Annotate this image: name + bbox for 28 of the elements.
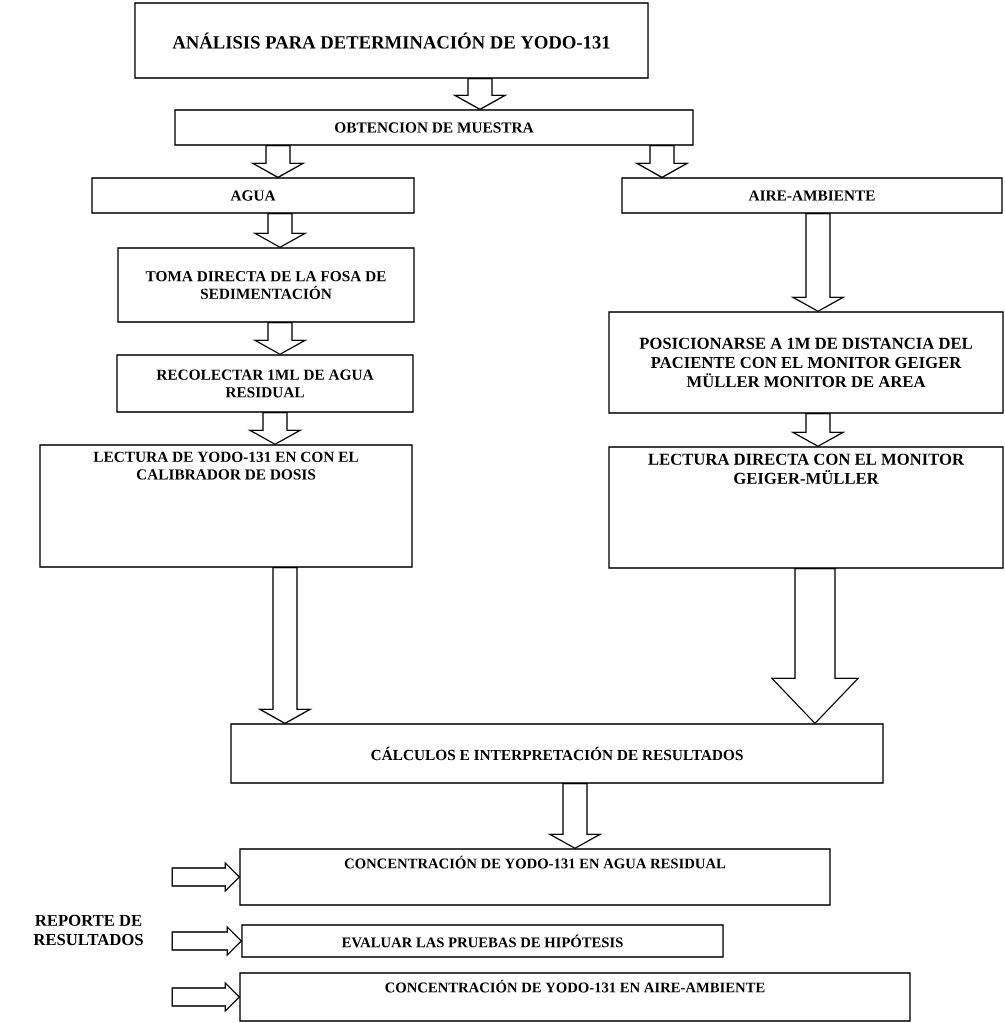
process-box: EVALUAR LAS PRUEBAS DE HIPÓTESIS (241, 924, 724, 958)
block-arrow (252, 322, 308, 356)
block-arrow (247, 412, 303, 446)
process-box: AGUA (91, 177, 415, 214)
process-box: LECTURA DE YODO-131 EN CON EL CALIBRADOR DE DOSIS (39, 444, 413, 568)
side-label: REPORTE DE RESULTADOS (33, 914, 143, 946)
block-arrow (770, 568, 860, 725)
block-arrow (547, 782, 603, 850)
process-box: CÁLCULOS E INTERPRETACIÓN DE RESULTADOS (230, 723, 884, 784)
block-arrow (452, 77, 508, 111)
block-arrow (252, 212, 308, 249)
process-box: RECOLECTAR 1ML DE AGUA RESIDUAL (116, 354, 414, 413)
process-box: LECTURA DIRECTA CON EL MONITOR GEIGER-MÜLLER (608, 446, 1004, 569)
process-box: OBTENCION DE MUESTRA (174, 109, 694, 146)
block-arrow (257, 567, 313, 725)
process-box: AIRE-AMBIENTE (621, 177, 1003, 214)
block-arrow (171, 861, 241, 893)
block-arrow (171, 925, 243, 957)
process-box: TOMA DIRECTA DE LA FOSA DE SEDIMENTACIÓN (117, 247, 415, 323)
block-arrow (790, 413, 846, 448)
process-box: ANÁLISIS PARA DETERMINACIÓN DE YODO-131 (134, 2, 649, 79)
block-arrow (634, 144, 690, 179)
process-box: POSICIONARSE A 1M DE DISTANCIA DEL PACIENTE CON EL MONITOR GEIGER MÜLLER MONITOR DE AREA (608, 311, 1004, 414)
process-box: CONCENTRACIÓN DE YODO-131 EN AIRE-AMBIENTE (239, 972, 911, 1022)
process-box: CONCENTRACIÓN DE YODO-131 EN AGUA RESIDUAL (239, 848, 831, 906)
block-arrow (790, 212, 846, 313)
block-arrow (171, 981, 241, 1013)
block-arrow (250, 144, 306, 179)
